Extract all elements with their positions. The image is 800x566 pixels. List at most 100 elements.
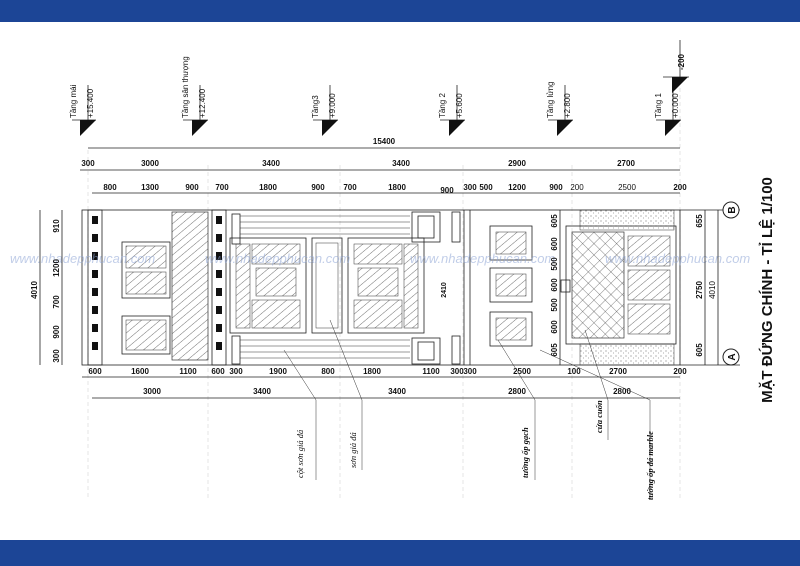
facade: 2410: [81, 209, 681, 366]
level-marker-floor3: Tầng3 +9.000: [311, 85, 338, 136]
svg-text:www.nhadepphucan.com: www.nhadepphucan.com: [205, 251, 350, 266]
svg-text:900: 900: [185, 183, 199, 192]
svg-text:700: 700: [215, 183, 229, 192]
svg-text:200: 200: [570, 183, 584, 192]
svg-text:1900: 1900: [269, 367, 287, 376]
svg-text:200: 200: [673, 367, 687, 376]
rolling-door: [571, 231, 625, 339]
svg-text:cửa cuốn: cửa cuốn: [594, 400, 604, 433]
level-marker-ground: -200: [663, 40, 689, 93]
svg-text:655: 655: [695, 214, 704, 228]
svg-text:Tầng3: Tầng3: [311, 95, 320, 118]
svg-text:300: 300: [52, 349, 61, 363]
top-frame-bar: [0, 0, 800, 22]
svg-text:tường ốp đá marble: tường ốp đá marble: [645, 431, 655, 500]
svg-text:600: 600: [550, 278, 559, 292]
svg-text:910: 910: [52, 219, 61, 233]
svg-text:4010: 4010: [30, 281, 39, 299]
svg-text:1100: 1100: [179, 367, 197, 376]
top-dimensions: 15400 300 3000 3400 3400 2900 2700 800 1…: [80, 137, 687, 195]
svg-text:2410: 2410: [441, 282, 448, 298]
hatched-panel-left: [171, 211, 209, 361]
level-marker-floor1: Tầng 1 +0.000: [654, 85, 681, 136]
svg-text:600: 600: [550, 320, 559, 334]
svg-text:1100: 1100: [422, 367, 440, 376]
svg-text:1800: 1800: [388, 183, 406, 192]
center-facade: 2410: [229, 210, 471, 365]
svg-text:+9.000: +9.000: [328, 93, 337, 118]
svg-text:1300: 1300: [141, 183, 159, 192]
left-column-strip: [87, 209, 103, 366]
svg-text:2900: 2900: [508, 159, 526, 168]
level-markers: Tầng mái +15.400 Tầng sân thượng +12.400 T…: [69, 40, 689, 136]
svg-text:300: 300: [81, 159, 95, 168]
svg-text:300: 300: [463, 183, 477, 192]
svg-text:3400: 3400: [262, 159, 280, 168]
bottom-frame-bar: [0, 540, 800, 566]
svg-text:Tầng 2: Tầng 2: [438, 93, 447, 118]
svg-text:2750: 2750: [695, 281, 704, 299]
svg-text:900: 900: [549, 183, 563, 192]
svg-text:15400: 15400: [373, 137, 396, 146]
svg-text:600: 600: [550, 237, 559, 251]
svg-text:2500: 2500: [513, 367, 531, 376]
axis-bubble-a: A: [680, 348, 740, 366]
svg-text:+0.000: +0.000: [671, 93, 680, 118]
svg-text:1600: 1600: [131, 367, 149, 376]
middle-column-strip: [211, 209, 227, 366]
svg-text:300: 300: [450, 367, 464, 376]
svg-text:3400: 3400: [392, 159, 410, 168]
svg-text:-200: -200: [677, 53, 686, 70]
svg-text:3400: 3400: [388, 387, 406, 396]
drawing-title: MẶT ĐỨNG CHÍNH - TỈ LỆ 1/100: [758, 177, 776, 403]
svg-text:605: 605: [550, 214, 559, 228]
svg-text:900: 900: [311, 183, 325, 192]
svg-text:+5.600: +5.600: [455, 93, 464, 118]
svg-text:cột sơn giả đá: cột sơn giả đá: [295, 429, 305, 478]
level-marker-terrace: Tầng sân thượng +12.400: [181, 56, 208, 136]
svg-text:+15.400: +15.400: [86, 88, 95, 118]
svg-text:sơn giả đá: sơn giả đá: [348, 432, 358, 468]
svg-text:600: 600: [88, 367, 102, 376]
svg-text:2700: 2700: [609, 367, 627, 376]
svg-text:+12.400: +12.400: [198, 88, 207, 118]
svg-text:4010: 4010: [708, 281, 717, 299]
svg-text:900: 900: [52, 325, 61, 339]
svg-text:2500: 2500: [618, 183, 636, 192]
annotations: cột sơn giả đá sơn giả đá tường ốp gạch …: [283, 319, 655, 500]
svg-text:500: 500: [550, 298, 559, 312]
svg-text:900: 900: [440, 186, 454, 195]
svg-text:A: A: [727, 353, 738, 360]
svg-text:700: 700: [343, 183, 357, 192]
axis-bubble-b: B: [680, 201, 740, 219]
svg-text:1800: 1800: [259, 183, 277, 192]
svg-text:1200: 1200: [52, 259, 61, 277]
svg-text:1200: 1200: [508, 183, 526, 192]
svg-text:Tầng lửng: Tầng lửng: [546, 82, 555, 119]
svg-text:300: 300: [229, 367, 243, 376]
svg-text:2700: 2700: [617, 159, 635, 168]
svg-text:Tầng sân thượng: Tầng sân thượng: [181, 56, 190, 118]
watermark: www.nhadepphucan.com: [10, 251, 155, 266]
level-marker-mezzanine: Tầng lửng +2.800: [546, 82, 573, 136]
svg-text:2800: 2800: [613, 387, 631, 396]
svg-text:100: 100: [567, 367, 581, 376]
svg-text:800: 800: [321, 367, 335, 376]
bottom-dimensions: 600 1600 1100 600 300 1900 800 1800 1100…: [82, 367, 687, 399]
svg-text:700: 700: [52, 295, 61, 309]
svg-text:www.nhadepphucan.com: www.nhadepphucan.com: [605, 251, 750, 266]
svg-text:www.nhadepphucan.com: www.nhadepphucan.com: [410, 251, 555, 266]
right-dimensions: 605 600 500 600 500 600 605 655 2750 605…: [550, 210, 719, 365]
svg-text:605: 605: [550, 343, 559, 357]
svg-text:B: B: [727, 206, 738, 213]
level-marker-floor2: Tầng 2 +5.600: [438, 85, 465, 136]
svg-text:500: 500: [550, 257, 559, 271]
svg-text:1800: 1800: [363, 367, 381, 376]
svg-text:+2.800: +2.800: [563, 93, 572, 118]
svg-text:2800: 2800: [508, 387, 526, 396]
svg-text:Tầng 1: Tầng 1: [654, 93, 663, 118]
svg-text:3000: 3000: [143, 387, 161, 396]
svg-text:Tầng mái: Tầng mái: [69, 84, 78, 118]
svg-text:800: 800: [103, 183, 117, 192]
